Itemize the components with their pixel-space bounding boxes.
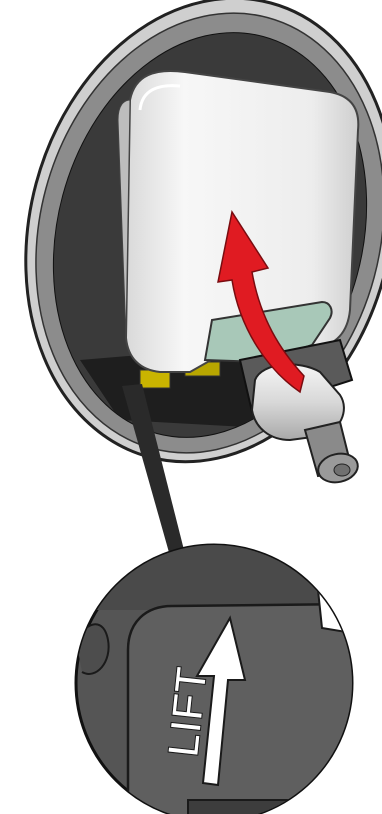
detail-raised-plate bbox=[128, 604, 360, 814]
detail-magnifier: LIFT bbox=[70, 540, 370, 814]
detail-bottom-slot bbox=[188, 800, 300, 814]
valve-cap-tip bbox=[334, 464, 350, 476]
detail-tab bbox=[318, 588, 348, 632]
lift-label: LIFT bbox=[159, 664, 215, 759]
